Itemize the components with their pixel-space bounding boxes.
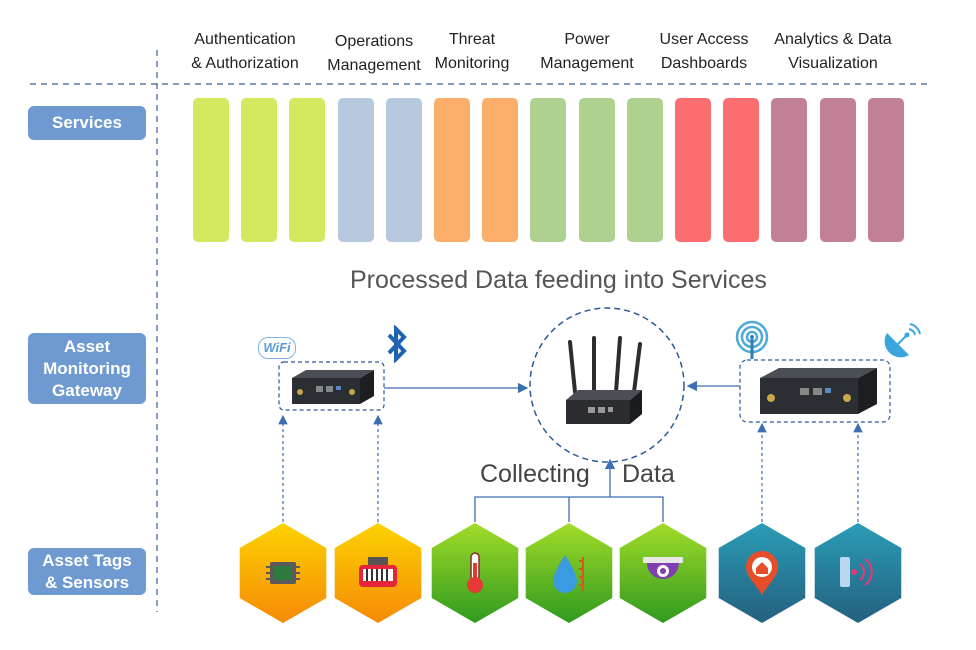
chip-icon	[266, 562, 300, 584]
hub-circle	[529, 307, 685, 463]
service-bar-4-1	[530, 98, 566, 242]
bluetooth-icon	[387, 325, 407, 363]
service-bar-4-2	[579, 98, 615, 242]
processed-data-title: Processed Data feeding into Services	[350, 266, 767, 294]
service-bar-1-1	[193, 98, 229, 242]
water-level-icon	[553, 555, 584, 593]
service-bar-1-2	[241, 98, 277, 242]
central-router-device	[566, 336, 642, 424]
data-label: Data	[622, 460, 675, 488]
service-heading-analytics: Analytics & Data Visualization	[774, 31, 892, 72]
services-layer-label: Services	[28, 106, 146, 140]
sensor-hexagon-4	[525, 523, 613, 623]
service-bar-5-2	[723, 98, 759, 242]
wifi-badge-icon: WiFi	[258, 337, 296, 359]
tags-layer-label: Asset Tags & Sensors	[28, 548, 146, 595]
sensor-hexagon-2	[334, 523, 422, 623]
left-gateway-box	[278, 361, 385, 411]
camera-icon	[643, 557, 683, 579]
gateway-layer-label: Asset Monitoring Gateway	[28, 333, 146, 404]
service-bar-3-2	[482, 98, 518, 242]
sensor-hexagon-5	[619, 523, 707, 623]
service-heading-threat: Threat Monitoring	[434, 31, 510, 72]
service-heading-auth: Authentication & Authorization	[191, 31, 299, 72]
service-heading-operations: Operations Management	[327, 33, 421, 74]
service-bar-1-3	[289, 98, 325, 242]
left-gateway-device	[292, 370, 374, 404]
sensor-hexagon-7	[814, 523, 902, 623]
service-bar-3-1	[434, 98, 470, 242]
service-bar-5-1	[675, 98, 711, 242]
satellite-dish-icon	[884, 323, 921, 358]
service-heading-power: Power Management	[540, 31, 634, 72]
thermometer-icon	[467, 552, 483, 593]
location-pin-icon	[746, 551, 778, 595]
sensor-hexagon-3	[431, 523, 519, 623]
rfid-tag-icon	[359, 557, 397, 587]
service-bar-6-2	[820, 98, 856, 242]
service-bar-2-1	[338, 98, 374, 242]
right-gateway-device	[760, 368, 877, 414]
service-bar-6-1	[771, 98, 807, 242]
service-bar-2-2	[386, 98, 422, 242]
sensor-hexagon-1	[239, 523, 327, 623]
proximity-sensor-icon	[840, 557, 873, 587]
service-bar-6-3	[868, 98, 904, 242]
sensor-hexagon-6	[718, 523, 806, 623]
service-heading-user-access: User Access Dashboards	[659, 31, 749, 72]
wireless-beacon-icon	[735, 320, 769, 359]
collecting-bracket	[474, 496, 664, 522]
right-gateway-box	[739, 359, 891, 423]
service-bar-4-3	[627, 98, 663, 242]
collecting-label: Collecting	[480, 460, 590, 488]
